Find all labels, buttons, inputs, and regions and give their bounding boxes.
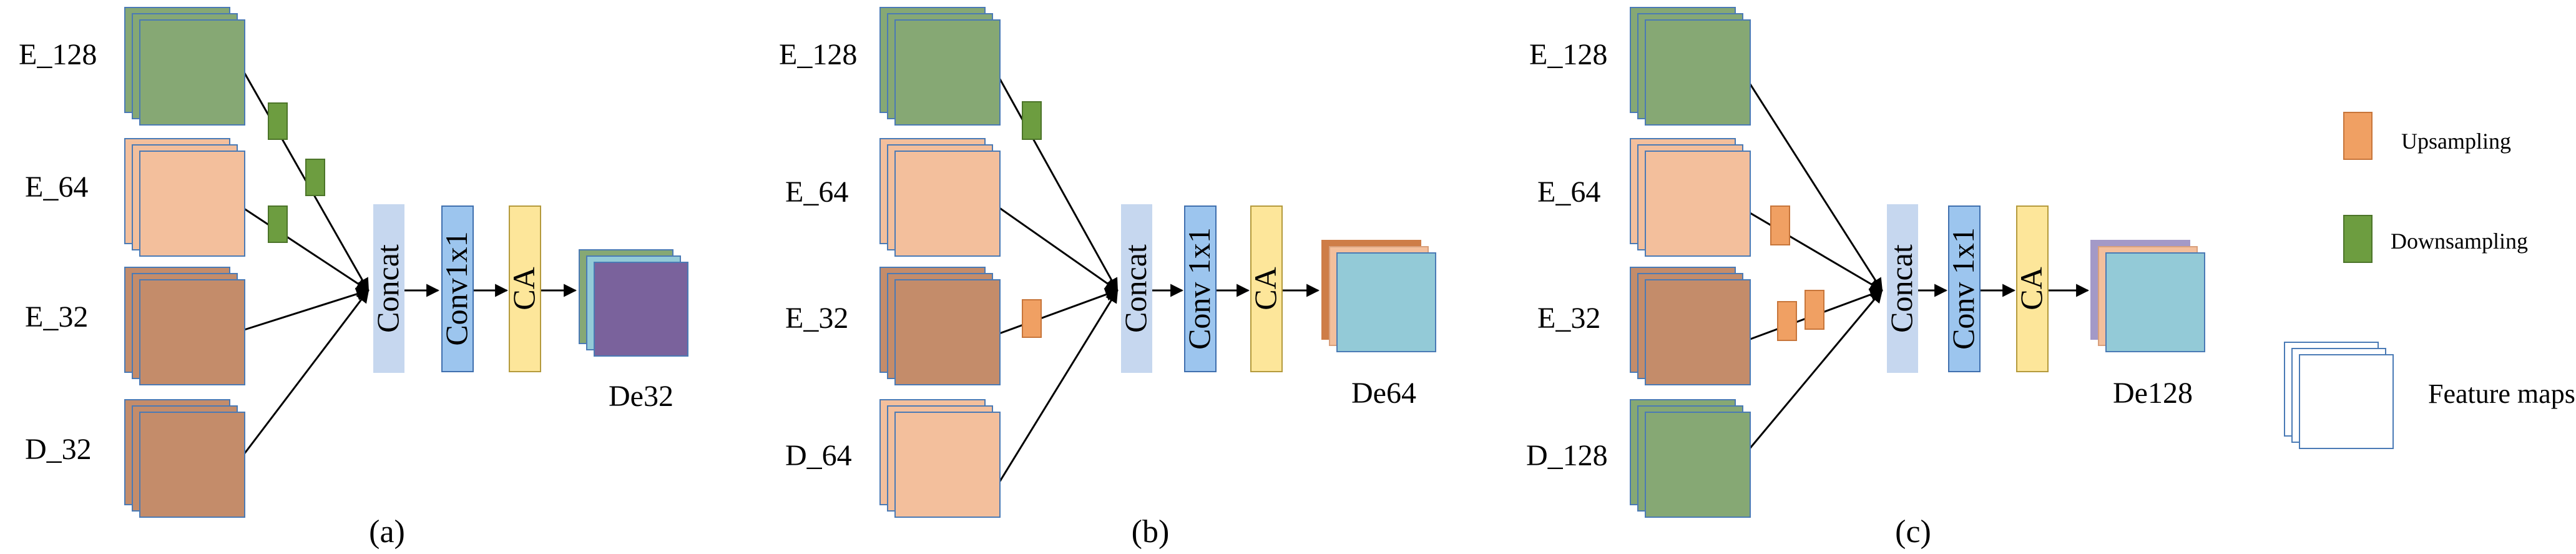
feature-map-stack-d32 <box>124 399 245 518</box>
input-label: D_64 <box>785 439 852 472</box>
output-stack-de128 <box>2090 240 2205 352</box>
concat-label: Concat <box>370 244 405 333</box>
feature-map-stack-e32 <box>879 267 1001 385</box>
panel-caption: (b) <box>1132 514 1170 550</box>
ca-label: CA <box>2014 267 2049 310</box>
input-label: E_64 <box>25 171 88 204</box>
downsampling-block <box>268 205 288 243</box>
upsampling-legend-swatch <box>2343 112 2373 160</box>
panel-b-connections <box>991 65 1320 494</box>
input-label: E_32 <box>25 300 88 334</box>
conv-label: Conv 1x1 <box>1182 227 1217 350</box>
output-label: De32 <box>609 380 673 413</box>
ca-block <box>2016 205 2049 372</box>
feature-map-stack-d128 <box>1630 399 1751 518</box>
downsampling-legend-swatch <box>2343 215 2373 263</box>
downsampling-block <box>305 159 325 196</box>
legend-feature-maps-label: Feature maps <box>2428 378 2575 409</box>
concat-label: Concat <box>1118 244 1153 333</box>
feature-map-stack-e128 <box>124 7 245 126</box>
feature-maps-legend-icon <box>2284 342 2394 449</box>
feature-map-stack-e64 <box>1630 138 1751 257</box>
upsampling-block <box>1777 301 1797 341</box>
panel-b: E_128 E_64 E_32 D_64 Concat Conv 1x1 CA … <box>779 7 1436 550</box>
legend-downsampling-label: Downsampling <box>2391 229 2528 254</box>
input-label: D_128 <box>1526 439 1608 472</box>
feature-map-brown <box>894 279 1001 385</box>
output-label: De128 <box>2113 377 2193 410</box>
feature-map-stack-e128 <box>1630 7 1751 126</box>
feature-map-stack-e64 <box>124 138 245 257</box>
output-stack-de64 <box>1321 240 1436 352</box>
upsampling-block <box>1770 205 1790 245</box>
feature-map-peach <box>1645 151 1751 257</box>
feature-map-green <box>139 19 245 126</box>
feature-map-stack-e64 <box>879 138 1001 257</box>
ca-label: CA <box>506 267 541 310</box>
feature-map-stack-e32 <box>1630 267 1751 385</box>
legend-upsampling-label: Upsampling <box>2401 129 2511 154</box>
feature-map-brown <box>139 279 245 385</box>
concat-block <box>373 204 404 373</box>
concat-block <box>1887 204 1918 373</box>
input-label: E_128 <box>779 38 857 71</box>
feature-map-green <box>1645 412 1751 518</box>
input-label: E_128 <box>19 38 97 71</box>
panel-a-connections <box>239 65 577 460</box>
feature-map-brown <box>1645 279 1751 385</box>
output-label: De64 <box>1351 377 1416 410</box>
output-map-teal <box>1336 252 1436 352</box>
panel-a: E_128 E_64 E_32 D_32 Concat Conv1x1 CA D… <box>19 7 688 550</box>
legend: Upsampling Downsampling Feature maps <box>2284 112 2575 449</box>
output-map-purple <box>594 262 688 357</box>
feature-map-green <box>894 19 1001 126</box>
feature-map-brown <box>139 412 245 518</box>
legend-map-outline <box>2299 354 2394 449</box>
concat-block <box>1121 204 1152 373</box>
panel-c: E_128 E_64 E_32 D_128 Concat Conv 1x1 CA… <box>1526 7 2205 550</box>
concat-label: Concat <box>1884 244 1919 333</box>
conv-label: Conv 1x1 <box>1946 227 1981 350</box>
output-stack-de32 <box>579 249 688 357</box>
conv-block <box>1948 205 1981 372</box>
upsampling-block <box>1805 290 1824 330</box>
feature-map-stack-d64 <box>879 399 1001 518</box>
feature-map-peach <box>894 151 1001 257</box>
feature-map-green <box>1645 19 1751 126</box>
ca-block <box>509 205 541 372</box>
feature-map-stack-e128 <box>879 7 1001 126</box>
output-map-teal <box>2105 252 2205 352</box>
downsampling-block <box>268 102 288 140</box>
input-label: D_32 <box>25 433 92 466</box>
input-label: E_64 <box>1537 176 1600 209</box>
panel-caption: (c) <box>1895 514 1931 550</box>
feature-map-peach <box>139 151 245 257</box>
input-label: E_32 <box>1537 302 1600 335</box>
input-label: E_64 <box>785 176 848 209</box>
ca-label: CA <box>1248 267 1283 310</box>
input-label: E_32 <box>785 302 848 335</box>
upsampling-block <box>1022 299 1042 338</box>
conv-block <box>441 205 474 372</box>
feature-map-peach <box>894 412 1001 518</box>
conv-label: Conv1x1 <box>439 231 474 345</box>
feature-map-stack-e32 <box>124 267 245 385</box>
ca-block <box>1250 205 1283 372</box>
panel-caption: (a) <box>369 514 405 550</box>
downsampling-block <box>1022 101 1042 140</box>
conv-block <box>1184 205 1217 372</box>
input-label: E_128 <box>1529 38 1607 71</box>
